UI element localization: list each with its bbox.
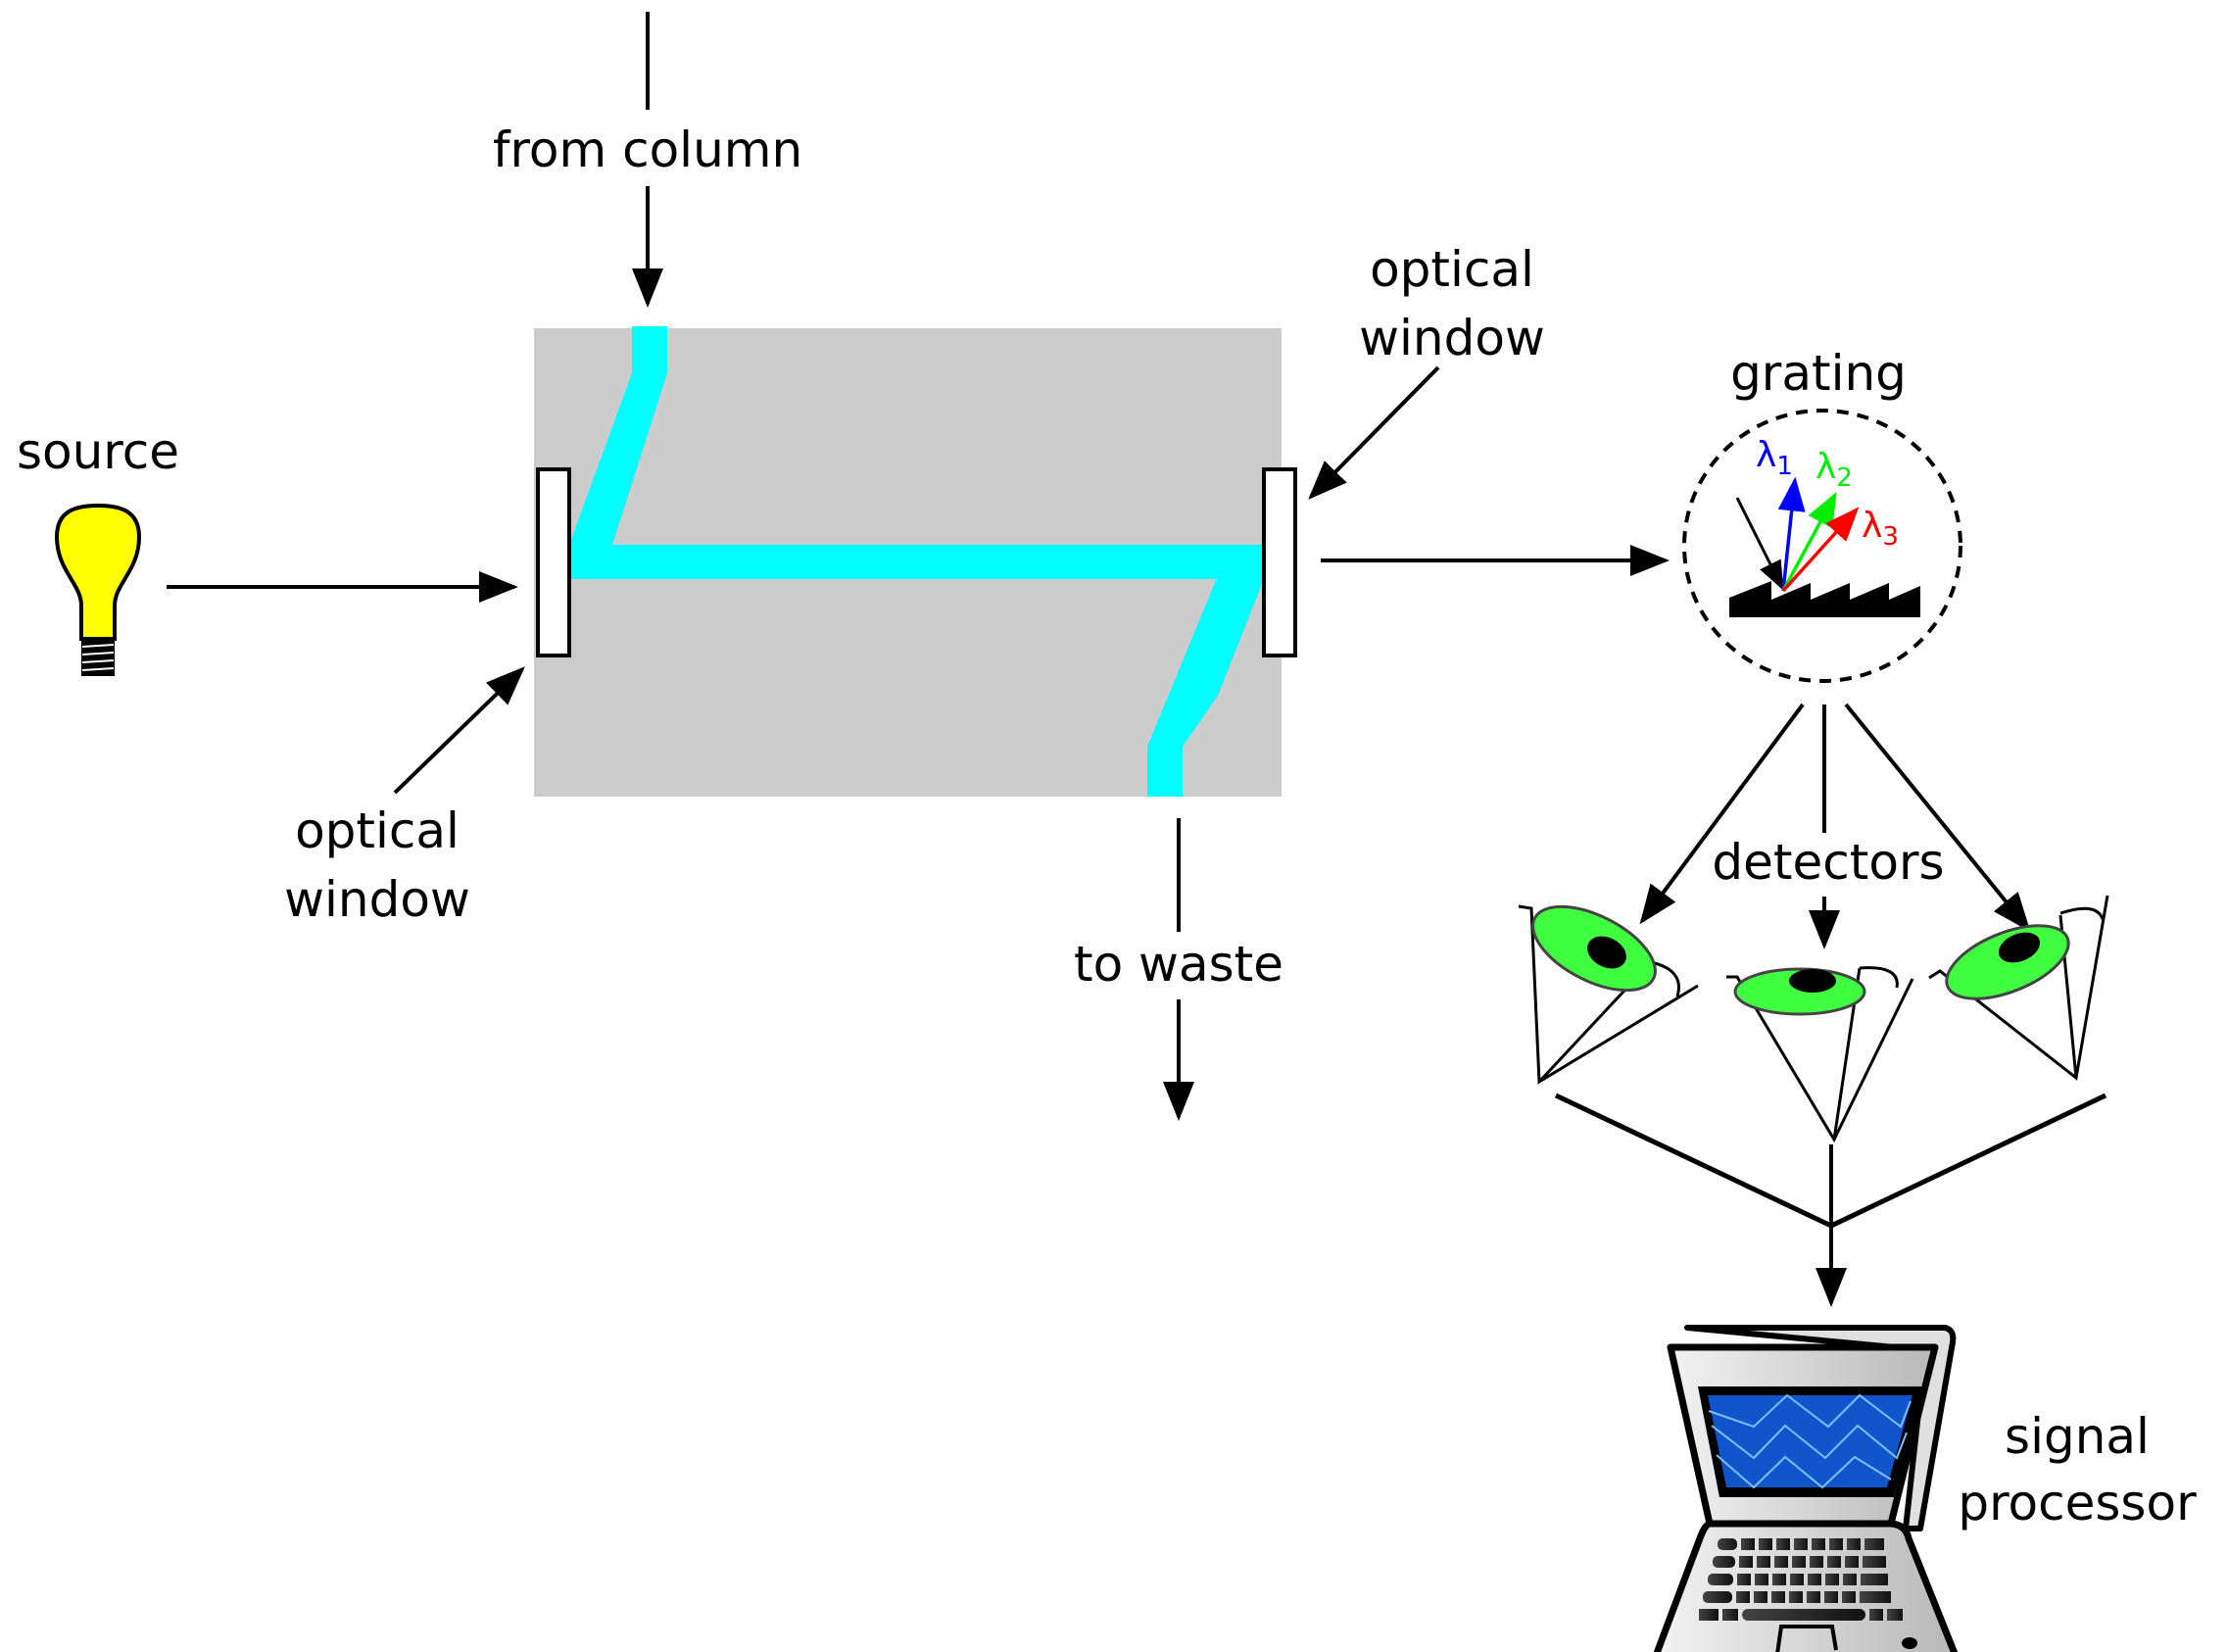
eye-detector-icon (1928, 895, 2109, 1081)
flow-path (569, 326, 1264, 797)
optical-window-right (1262, 467, 1297, 657)
source-label: source (17, 423, 179, 480)
light-bulb-icon (54, 503, 142, 676)
optical-window-left-label-line2: window (284, 871, 470, 928)
optical-window-left-pointer (393, 666, 525, 795)
from-column-label: from column (493, 121, 802, 178)
lambda-1-label: λ1 (1756, 435, 1793, 481)
eye-detector-icon (1726, 966, 1914, 1143)
detectors-label: detectors (1712, 834, 1944, 891)
lambda-3-label: λ3 (1862, 506, 1899, 552)
signal-processor-label-line2: processor (1958, 1475, 2197, 1531)
grating-label: grating (1730, 345, 1907, 402)
optical-window-right-pointer (1308, 365, 1440, 500)
to-detector-1-arrow (1639, 703, 1805, 925)
optical-window-left-label-line1: optical (295, 802, 460, 859)
lambda-2-label: λ2 (1815, 447, 1853, 493)
laptop-icon (1653, 1325, 1959, 1652)
signal-processor-label-line1: signal (2005, 1408, 2150, 1465)
optical-window-left (536, 467, 571, 657)
to-detector-3-arrow (1844, 703, 2031, 933)
to-waste-label: to waste (1074, 936, 1283, 993)
eye-detector-icon (1518, 904, 1699, 1085)
diffraction-grating-icon: λ1 λ2 λ3 (1682, 409, 1962, 683)
optical-window-right-label-line2: window (1359, 310, 1545, 366)
optical-window-right-label-line1: optical (1370, 241, 1534, 298)
